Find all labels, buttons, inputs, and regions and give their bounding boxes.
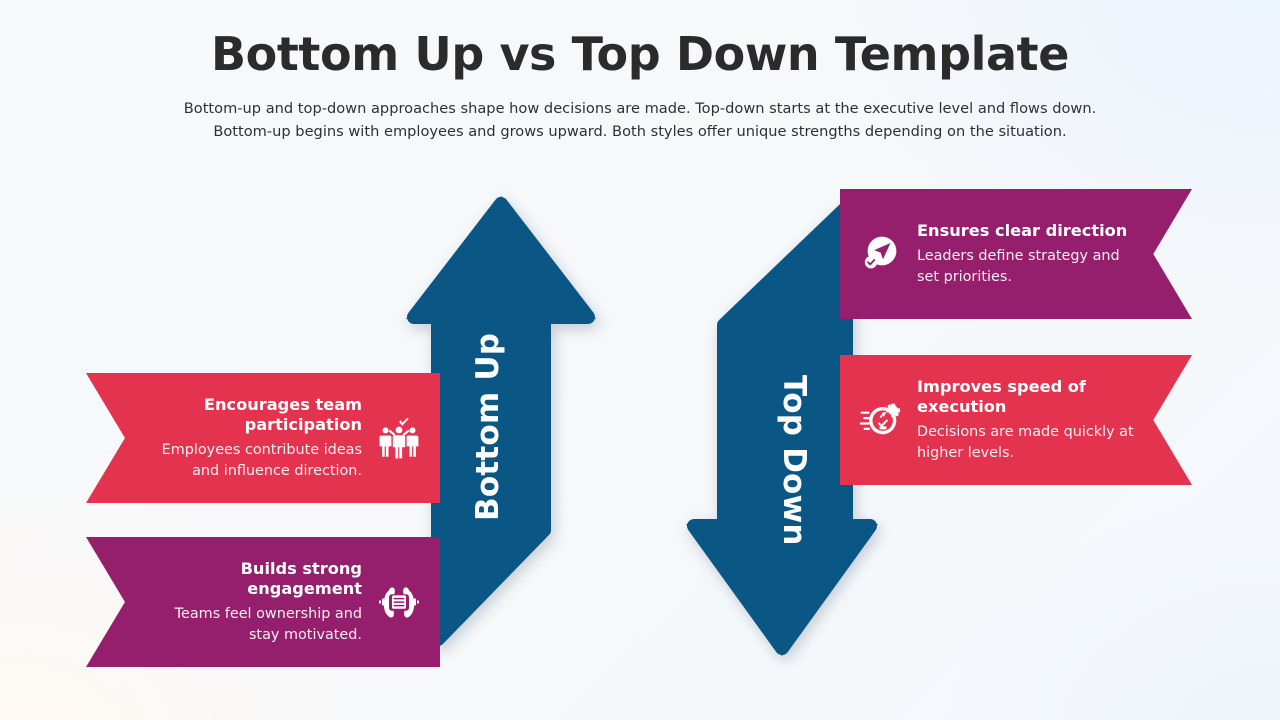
right-ribbon-2[interactable]: Improves speed of execution Decisions ar… bbox=[840, 355, 1192, 485]
left-ribbon-2-text: Builds strong engagement Teams feel owne… bbox=[144, 559, 362, 645]
left-ribbon-1-desc: Employees contribute ideas and influence… bbox=[161, 442, 362, 479]
speedometer-gear-icon bbox=[858, 397, 904, 443]
right-ribbon-1[interactable]: Ensures clear direction Leaders define s… bbox=[840, 189, 1192, 319]
right-ribbon-2-text: Improves speed of execution Decisions ar… bbox=[917, 377, 1138, 463]
left-ribbon-1-text: Encourages team participation Employees … bbox=[144, 395, 362, 481]
right-ribbon-2-desc: Decisions are made quickly at higher lev… bbox=[917, 424, 1134, 461]
left-ribbon-2[interactable]: Builds strong engagement Teams feel owne… bbox=[86, 537, 440, 667]
page-title: Bottom Up vs Top Down Template bbox=[210, 27, 1070, 81]
top-down-label: Top Down bbox=[776, 374, 812, 546]
bottom-up-arrow[interactable] bbox=[396, 186, 606, 670]
right-ribbon-2-title: Improves speed of execution bbox=[917, 376, 1086, 417]
team-participation-icon bbox=[376, 415, 422, 461]
handshake-engagement-icon bbox=[376, 579, 422, 625]
navigation-check-icon bbox=[858, 231, 904, 277]
bottom-up-label: Bottom Up bbox=[470, 332, 506, 522]
page-subtitle: Bottom-up and top-down approaches shape … bbox=[183, 100, 1097, 141]
right-ribbon-1-desc: Leaders define strategy and set prioriti… bbox=[917, 248, 1120, 285]
left-ribbon-2-title: Builds strong engagement bbox=[240, 558, 362, 599]
right-ribbon-1-title: Ensures clear direction bbox=[917, 220, 1128, 240]
right-ribbon-1-text: Ensures clear direction Leaders define s… bbox=[917, 221, 1138, 287]
left-ribbon-2-desc: Teams feel ownership and stay motivated. bbox=[174, 606, 362, 643]
top-down-arrow[interactable] bbox=[676, 186, 888, 670]
arrow-up-shape bbox=[406, 196, 596, 646]
arrow-down-shape bbox=[686, 200, 878, 656]
left-ribbon-1-title: Encourages team participation bbox=[203, 394, 362, 435]
left-ribbon-1[interactable]: Encourages team participation Employees … bbox=[86, 373, 440, 503]
